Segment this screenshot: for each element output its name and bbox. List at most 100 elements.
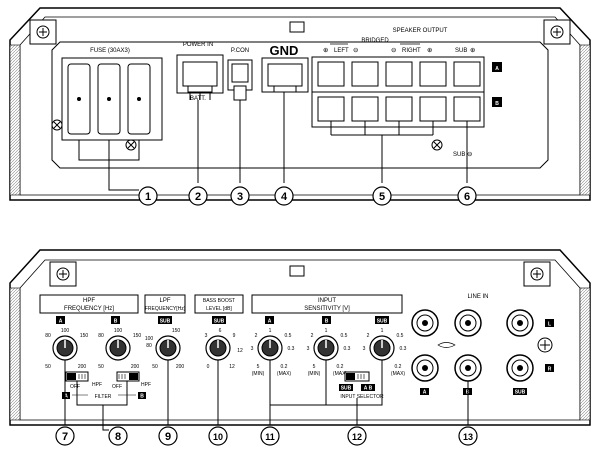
svg-text:(MAX): (MAX) [333, 371, 348, 377]
plus-symbol: ⊕ [470, 47, 476, 54]
callout-5: 5 [372, 186, 392, 206]
hpf-a-knob[interactable] [52, 335, 78, 361]
mount-screw-icon [29, 19, 57, 45]
badge-a: A [492, 62, 502, 72]
svg-text:150: 150 [133, 333, 142, 339]
bottom-panel: HPF FREQUENCY [Hz] LPF FREQUENCY[Hz] BAS… [9, 249, 591, 426]
svg-text:3: 3 [237, 191, 243, 203]
batt-terminal[interactable] [176, 54, 224, 100]
bottom-chassis [9, 249, 591, 426]
rca-jack-b-l[interactable] [454, 309, 482, 337]
svg-text:200: 200 [131, 364, 140, 370]
svg-text:A: A [59, 319, 63, 325]
svg-text:0.3: 0.3 [344, 346, 351, 352]
gnd-terminal[interactable] [261, 57, 309, 93]
rca-jack-a-l[interactable] [411, 309, 439, 337]
svg-text:2: 2 [195, 191, 201, 203]
svg-text:100: 100 [61, 328, 70, 334]
off-label: OFF [70, 384, 80, 390]
svg-text:B: B [114, 319, 118, 325]
plus-symbol: ⊕ [323, 47, 329, 54]
svg-text:4: 4 [281, 191, 288, 203]
hpf-title: HPF [83, 298, 95, 304]
svg-text:6: 6 [219, 328, 222, 334]
callout-9: 9 [158, 426, 178, 446]
svg-text:80: 80 [45, 333, 51, 339]
svg-text:1: 1 [325, 328, 328, 334]
rca-jack-a-r[interactable] [411, 354, 439, 382]
svg-text:0.5: 0.5 [397, 333, 404, 339]
speaker-terminal-block[interactable] [311, 56, 485, 135]
hpf-b-switch[interactable] [116, 371, 140, 382]
hpf-switch-label: HPF [92, 382, 102, 388]
svg-text:B: B [495, 101, 499, 107]
pcon-label: P.CON [231, 48, 249, 54]
svg-text:SUB: SUB [214, 319, 225, 325]
svg-text:3: 3 [363, 346, 366, 352]
power-in-label: POWER IN [183, 42, 213, 48]
svg-text:A: A [268, 319, 272, 325]
lpf-subtitle: FREQUENCY[Hz] [145, 306, 186, 312]
bridged-label: BRIDGED [361, 38, 389, 44]
left-label: LEFT [334, 48, 349, 54]
mount-screw-icon [523, 261, 551, 287]
svg-text:100: 100 [114, 328, 123, 334]
svg-text:SUB: SUB [377, 319, 388, 325]
svg-text:50: 50 [152, 364, 158, 370]
sensitivity-a-knob[interactable] [257, 335, 283, 361]
svg-text:5: 5 [379, 191, 385, 203]
svg-text:50: 50 [98, 364, 104, 370]
svg-text:0: 0 [207, 364, 210, 370]
sub-label: SUB [455, 48, 467, 54]
svg-text:12: 12 [229, 364, 235, 370]
right-label: RIGHT [402, 48, 421, 54]
minus-symbol: ⊖ [467, 151, 473, 158]
svg-text:L: L [548, 322, 551, 328]
svg-text:A: A [495, 66, 499, 72]
callout-4: 4 [274, 186, 294, 206]
svg-text:R: R [548, 367, 552, 373]
pcon-terminal[interactable] [227, 59, 253, 101]
svg-text:0.3: 0.3 [288, 346, 295, 352]
hpf-a-switch[interactable] [65, 371, 89, 382]
lpf-title: LPF [159, 298, 170, 304]
svg-text:10: 10 [213, 432, 223, 442]
svg-text:12: 12 [237, 348, 243, 354]
rca-jack-b-r[interactable] [454, 354, 482, 382]
hpf-b-knob[interactable] [105, 335, 131, 361]
top-panel: FUSE (30AX3) POWER IN BATT. P.CON [9, 7, 591, 201]
svg-text:1: 1 [269, 328, 272, 334]
lpf-knob[interactable] [155, 335, 181, 361]
input-selector-switch[interactable] [344, 371, 370, 382]
svg-text:1: 1 [145, 191, 151, 203]
svg-text:2: 2 [311, 333, 314, 339]
off-label: OFF [112, 384, 122, 390]
svg-text:A: A [423, 390, 427, 396]
callouts: 1 2 3 4 5 6 7 8 9 10 11 12 13 [55, 183, 478, 446]
hpf-subtitle: FREQUENCY [Hz] [64, 306, 114, 312]
svg-text:12: 12 [352, 432, 362, 442]
svg-text:SUB: SUB [341, 386, 352, 392]
rca-jack-sub-r[interactable] [506, 354, 534, 382]
callout-3: 3 [230, 186, 250, 206]
svg-text:5: 5 [257, 364, 260, 370]
callout-8: 8 [108, 426, 128, 446]
bass-boost-knob[interactable] [205, 335, 231, 361]
minus-symbol: ⊖ [391, 47, 397, 54]
bass-boost-title: BASS BOOST [203, 298, 235, 304]
svg-text:(MIN): (MIN) [252, 371, 265, 377]
input-sens-subtitle: SENSITIVITY [V] [304, 306, 350, 312]
rca-jack-sub-l[interactable] [506, 309, 534, 337]
svg-text:0.2: 0.2 [395, 364, 402, 370]
svg-text:(MIN): (MIN) [308, 371, 321, 377]
svg-text:80: 80 [146, 343, 152, 349]
svg-text:(MAX): (MAX) [277, 371, 292, 377]
sensitivity-b-knob[interactable] [313, 335, 339, 361]
callout-2: 2 [188, 186, 208, 206]
sensitivity-sub-knob[interactable] [369, 335, 395, 361]
svg-text:5: 5 [313, 364, 316, 370]
svg-text:80: 80 [98, 333, 104, 339]
badge-b: B [492, 97, 502, 107]
plus-symbol: ⊕ [427, 47, 433, 54]
callout-13: 13 [458, 426, 478, 446]
